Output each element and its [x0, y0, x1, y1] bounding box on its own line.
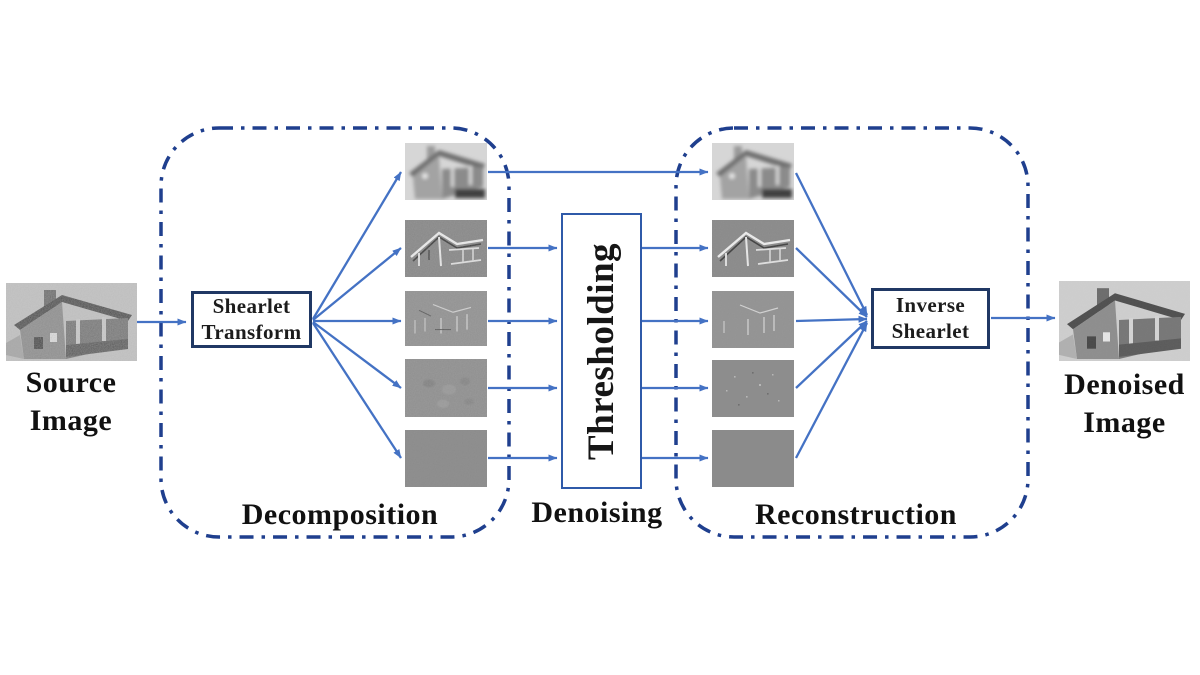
- shearlet-transform-box: Shearlet Transform: [191, 291, 312, 348]
- arrow-shearlet-to-subband-1: [312, 171, 402, 320]
- inverse-shearlet-line1: Inverse: [895, 292, 966, 317]
- shearlet-transform-line2: Transform: [201, 319, 302, 344]
- denoised-caption-line2: Image: [1083, 405, 1166, 439]
- source-image-caption: Source Image: [0, 364, 142, 439]
- arrow-shearlet-to-subband-5: [312, 322, 402, 459]
- inverse-shearlet-box: Inverse Shearlet: [871, 288, 990, 349]
- source-caption-line1: Source: [25, 366, 117, 399]
- arrow-subband-2-to-inverse: [795, 247, 868, 318]
- subband-right-1-approximation: [712, 143, 794, 200]
- subband-left-4-detail: [405, 359, 487, 417]
- subband-left-1-approximation: [405, 143, 487, 200]
- arrow-subband-4-to-inverse: [795, 320, 868, 389]
- denoised-image: [1059, 281, 1190, 361]
- shearlet-transform-line1: Shearlet: [212, 293, 291, 318]
- denoised-caption-line1: Denoised: [1064, 368, 1185, 401]
- source-caption-line2: Image: [29, 403, 113, 437]
- arrow-shearlet-to-subband-2: [312, 247, 402, 321]
- subband-right-4-detail-thresholded: [712, 360, 794, 417]
- source-image: [6, 283, 137, 361]
- subband-left-2-detail: [405, 220, 487, 277]
- subband-right-2-detail-thresholded: [712, 220, 794, 277]
- arrow-group: [137, 168, 1056, 462]
- reconstruction-label: Reconstruction: [755, 498, 957, 531]
- decomposition-label: Decomposition: [241, 498, 439, 531]
- arrow-subband-1-to-inverse: [794, 172, 869, 316]
- subband-right-3-detail-thresholded: [712, 291, 794, 348]
- decomposition-dashed-frame: [159, 126, 511, 539]
- denoised-image-caption: Denoised Image: [1049, 366, 1200, 441]
- subband-left-5-detail: [405, 430, 487, 487]
- subband-right-5-detail-thresholded: [712, 430, 794, 487]
- denoising-label: Denoising: [531, 496, 663, 529]
- thresholding-box: Thresholding: [561, 213, 642, 489]
- arrow-subband-5-to-inverse: [794, 322, 869, 459]
- thresholding-label: Thresholding: [581, 242, 622, 460]
- subband-left-3-detail: [405, 291, 487, 346]
- arrow-shearlet-to-subband-4: [312, 321, 402, 389]
- reconstruction-dashed-frame: [674, 126, 1030, 539]
- inverse-shearlet-line2: Shearlet: [891, 318, 970, 343]
- arrow-subband-3-to-inverse: [795, 315, 868, 323]
